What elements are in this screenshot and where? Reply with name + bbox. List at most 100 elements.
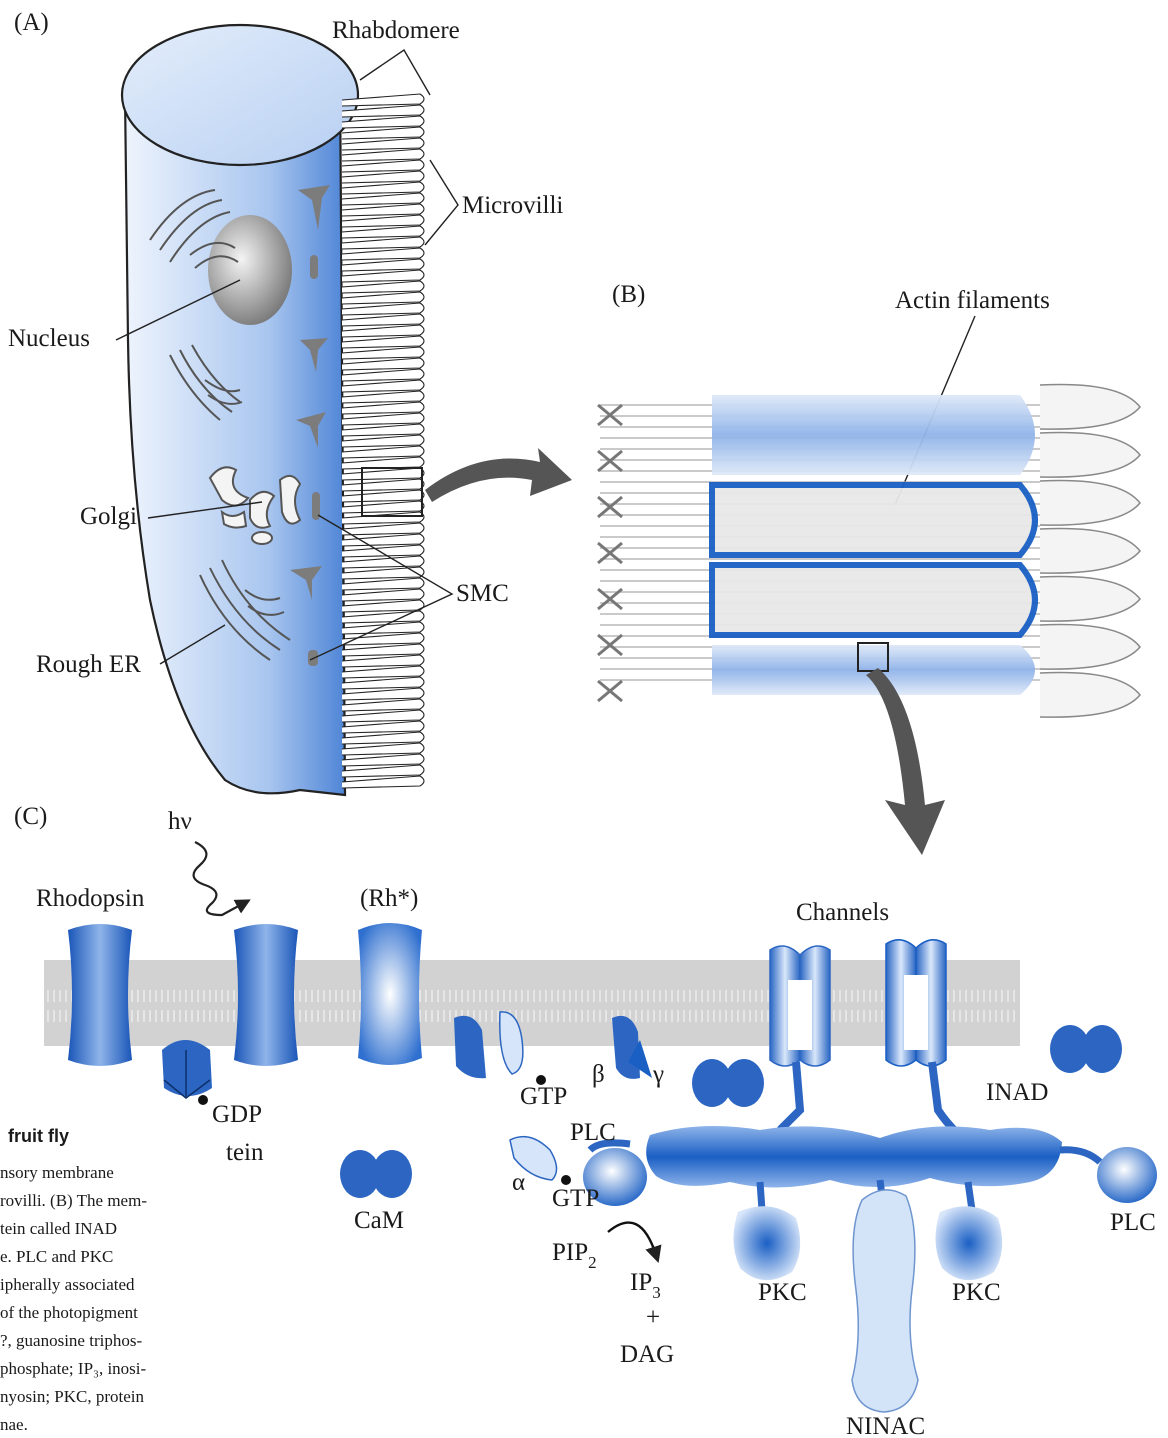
microvillus — [342, 567, 424, 579]
microvillus — [342, 314, 424, 326]
microvillus — [342, 413, 424, 425]
channel-linker-2 — [932, 1062, 956, 1132]
trp-channel-1 — [770, 946, 830, 1066]
label-inad: INAD — [986, 1079, 1049, 1106]
microvillus — [342, 523, 424, 535]
arrow-a-to-b — [425, 448, 572, 502]
microvillus — [342, 325, 424, 337]
label-gtp-1: GTP — [520, 1083, 567, 1110]
cell-top-cap — [122, 25, 358, 165]
microvillus — [342, 512, 424, 524]
microvillus — [342, 699, 424, 711]
caption-line: of the photopigment — [0, 1303, 138, 1322]
calmodulin-pair-2 — [1050, 1025, 1122, 1073]
microvillus — [342, 237, 424, 249]
microvillus — [342, 116, 424, 128]
microvillus — [342, 270, 424, 282]
microvillus-tube — [712, 395, 1035, 475]
caption-line: phosphate; IP₃, inosi- — [0, 1359, 147, 1378]
label-hv: hν — [168, 808, 192, 835]
label-dag: DAG — [620, 1341, 674, 1368]
microvillus — [342, 765, 424, 777]
calmodulin-pair-1 — [692, 1059, 764, 1107]
caption-line: e. PLC and PKC — [0, 1247, 113, 1266]
label-gamma: γ — [652, 1061, 664, 1088]
label-beta: β — [592, 1061, 605, 1088]
label-tein: tein — [226, 1139, 264, 1166]
microvillus — [342, 424, 424, 436]
label-plus: + — [646, 1304, 660, 1331]
caption-line: rovilli. (B) The mem- — [0, 1191, 147, 1210]
label-rhabdomere: Rhabdomere — [332, 17, 460, 44]
label-actin-filaments: Actin filaments — [895, 287, 1050, 314]
microvillus — [342, 501, 424, 513]
microvillus — [342, 655, 424, 667]
microvillus — [342, 479, 424, 491]
label-plc-2: PLC — [1110, 1209, 1156, 1236]
caption-line: tein called INAD — [0, 1219, 117, 1238]
actin-crosslink — [598, 543, 622, 563]
microvillus — [342, 281, 424, 293]
photoreceptor-cell — [122, 25, 424, 795]
caption-title: fruit fly — [8, 1126, 69, 1146]
microvillus-tip — [1040, 432, 1140, 477]
microvillus — [342, 391, 424, 403]
channel-linker-1 — [780, 1062, 800, 1130]
caption-line: ipherally associated — [0, 1275, 135, 1294]
microvillus — [342, 380, 424, 392]
microvillus-tip — [1040, 384, 1140, 429]
microvillus — [342, 303, 424, 315]
label-alpha: α — [512, 1169, 525, 1196]
leader-rhabdomere — [360, 50, 430, 95]
label-smc: SMC — [456, 580, 509, 607]
microvillus — [342, 193, 424, 205]
microvillus — [342, 743, 424, 755]
microvillus-tip — [1040, 576, 1140, 621]
label-rhodopsin: Rhodopsin — [36, 885, 145, 912]
actin-crosslink — [598, 681, 622, 701]
panel-c-label: (C) — [14, 803, 47, 830]
actin-crosslink — [598, 497, 622, 517]
microvillus-tip — [1040, 528, 1140, 573]
panel-a-label: (A) — [14, 9, 49, 36]
rhabdomere-microvilli — [342, 94, 424, 788]
leader-microvilli — [425, 160, 458, 245]
label-pkc-2: PKC — [952, 1279, 1001, 1306]
microvillus — [342, 127, 424, 139]
pkc-right — [935, 1206, 1002, 1280]
figure-caption: fruit fly nsory membrane rovilli. (B) Th… — [0, 1126, 147, 1434]
microvillus — [342, 259, 424, 271]
microvillus — [342, 138, 424, 150]
rhodopsin-protein — [68, 924, 132, 1066]
microvillus — [342, 556, 424, 568]
microvillus — [342, 347, 424, 359]
microvillus — [342, 160, 424, 172]
calmodulin-cam — [340, 1150, 412, 1198]
microvilli-cross-section — [598, 384, 1140, 717]
label-microvilli: Microvilli — [462, 192, 563, 219]
caption-line: nsory membrane — [0, 1163, 114, 1182]
label-golgi: Golgi — [80, 503, 137, 530]
label-ninac: NINAC — [846, 1413, 925, 1438]
microvillus — [342, 688, 424, 700]
microvillus — [342, 248, 424, 260]
label-rough-er: Rough ER — [36, 651, 141, 678]
label-gtp-2: GTP — [552, 1185, 599, 1212]
lipid-membrane — [44, 960, 1020, 1046]
metarhodopsin-rh-star — [358, 923, 422, 1065]
label-pip2: PIP2 — [552, 1239, 597, 1272]
arrow-b-to-c — [866, 668, 945, 855]
label-channels: Channels — [796, 899, 889, 926]
microvillus — [342, 182, 424, 194]
microvillus — [342, 666, 424, 678]
microvillus — [342, 446, 424, 458]
microvillus — [342, 732, 424, 744]
label-gdp: GDP — [212, 1101, 262, 1128]
microvillus — [342, 710, 424, 722]
pip2-reaction-arrow — [608, 1223, 656, 1255]
microvillus — [342, 204, 424, 216]
microvillus — [342, 336, 424, 348]
microvillus — [342, 490, 424, 502]
label-plc-1: PLC — [570, 1119, 616, 1146]
